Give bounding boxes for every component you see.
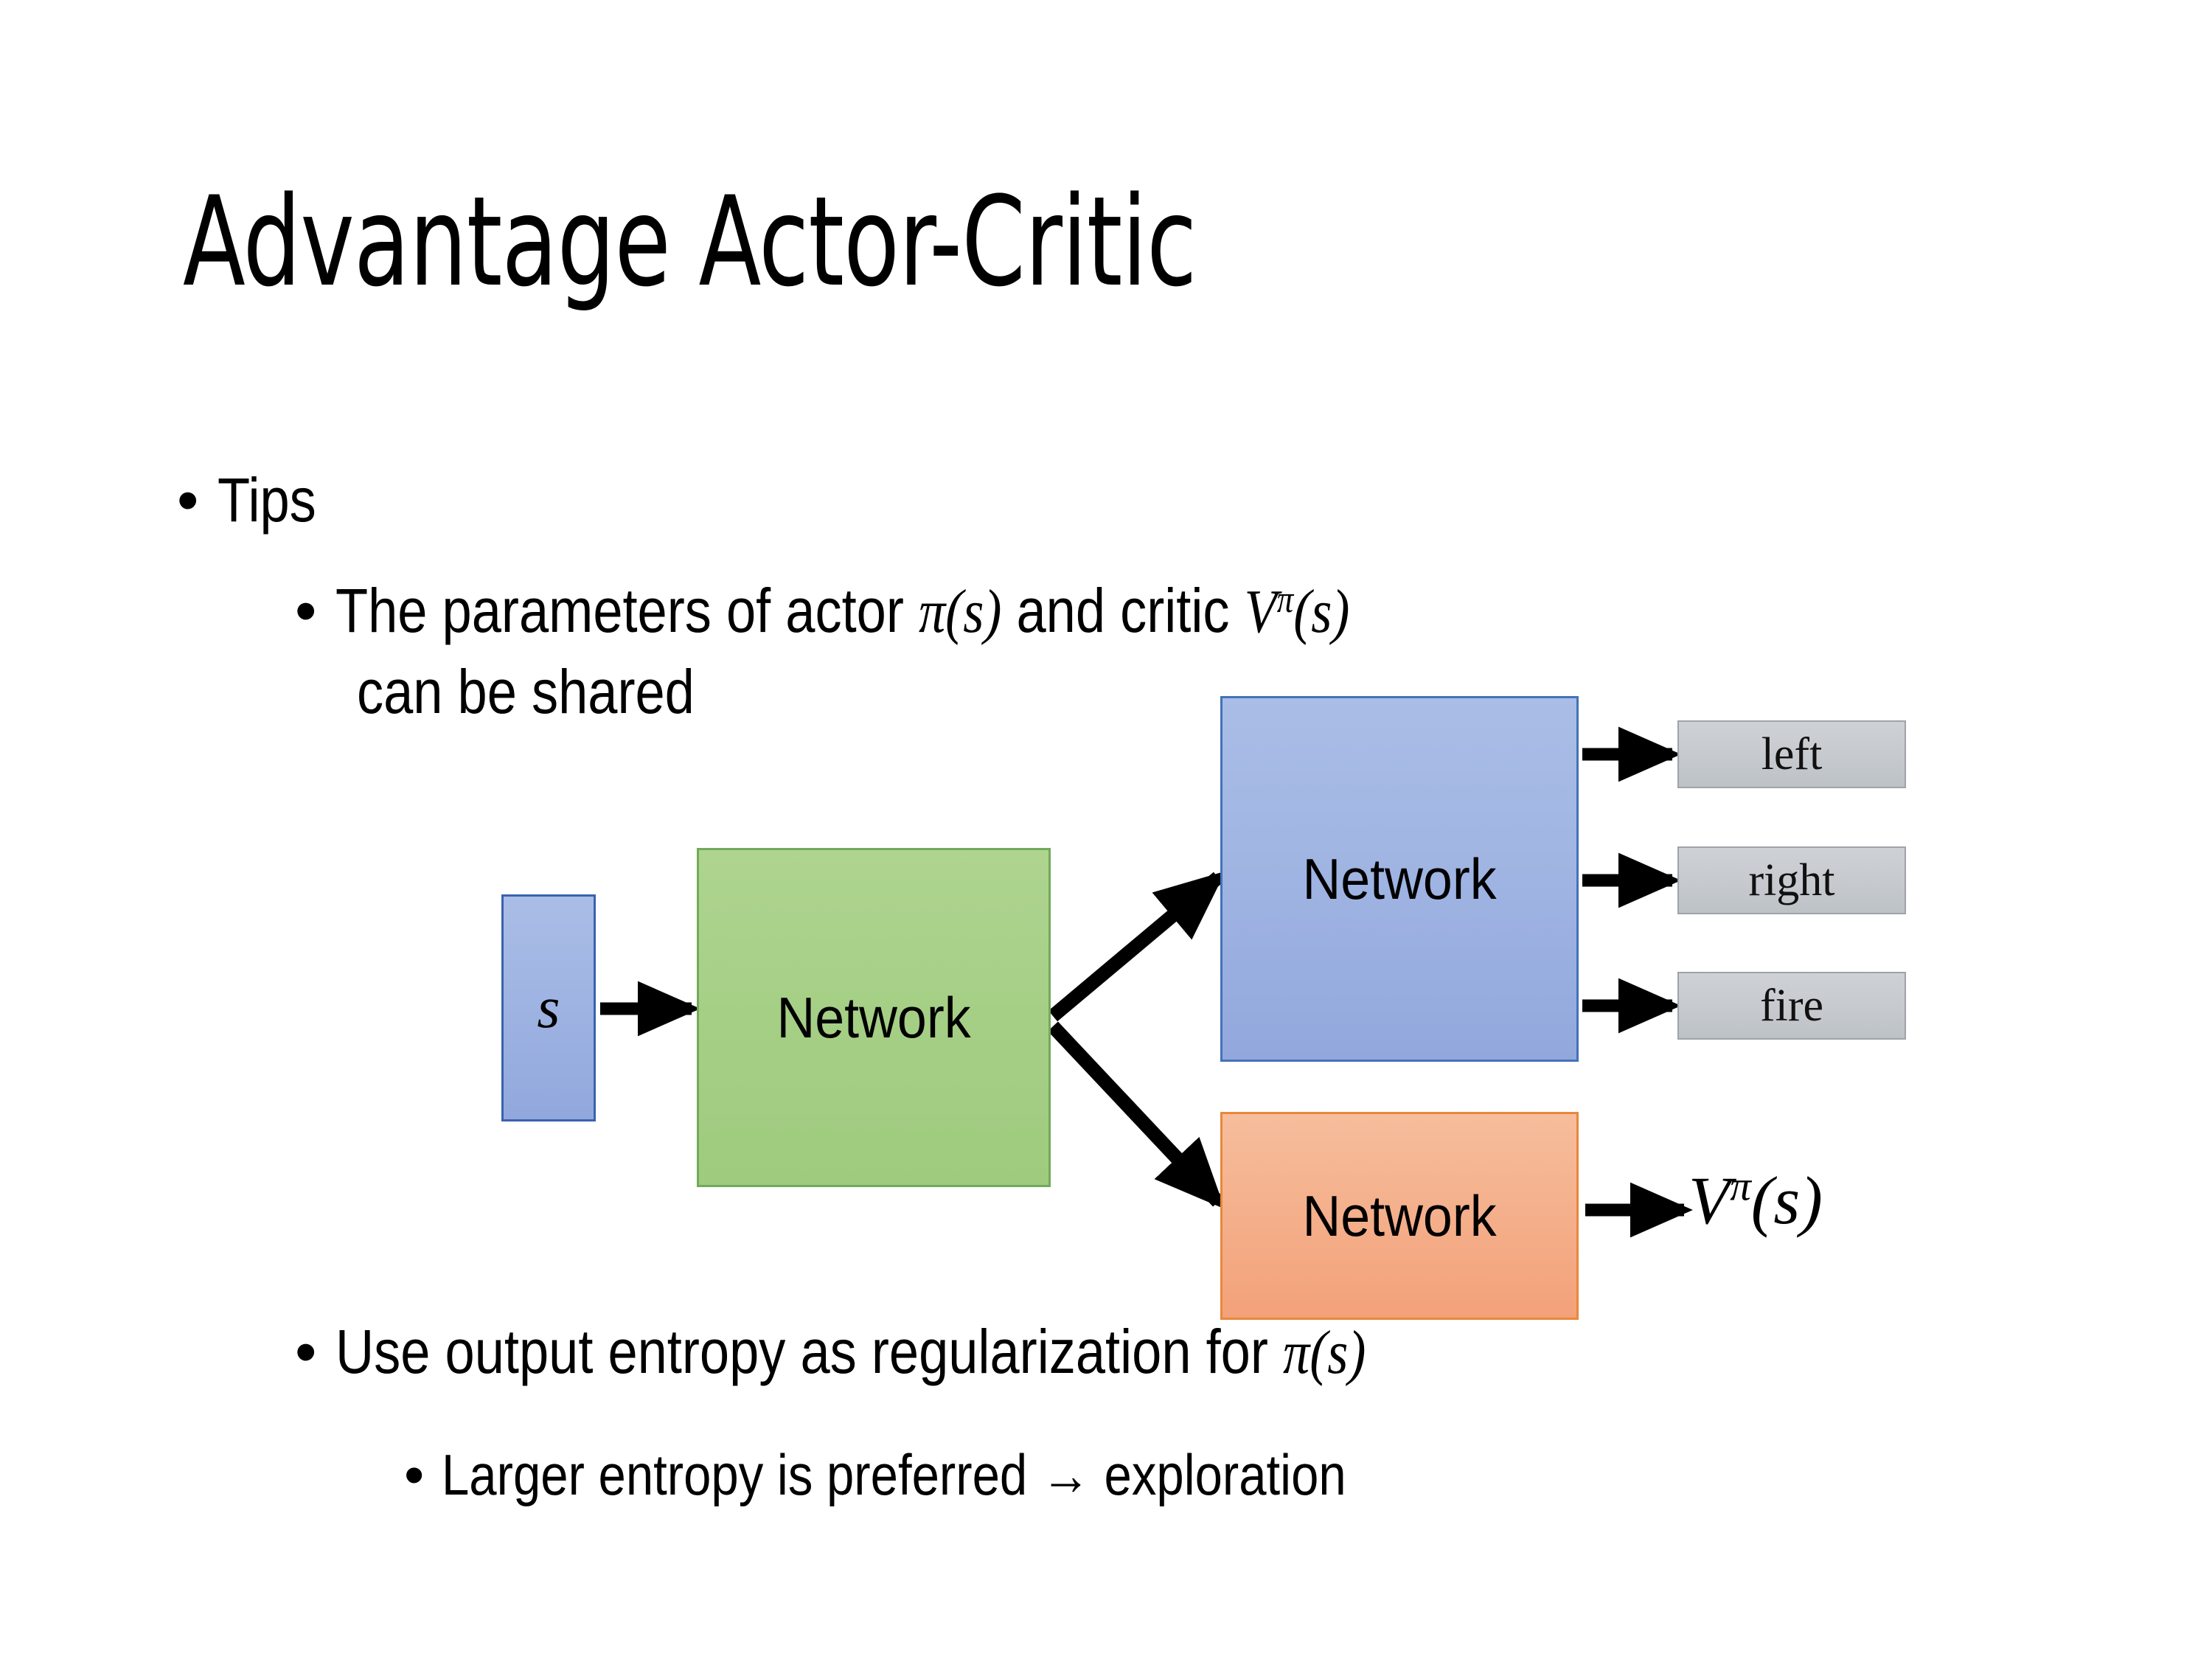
bullet-marker-icon: •	[177, 465, 199, 535]
bullet-parameters-text-mid: and critic	[1001, 576, 1245, 645]
math-policy-base: π	[1282, 1318, 1310, 1387]
bullet-larger-entropy: •Larger entropy is preferred → explorati…	[404, 1441, 1493, 1509]
shared-network-box[interactable]: Network	[697, 848, 1051, 1187]
math-value-args: (s)	[1293, 577, 1350, 646]
action-box-right[interactable]: right	[1677, 846, 1906, 914]
bullet-marker-icon: •	[295, 576, 317, 645]
math-policy-pi-2: π(s)	[1283, 1318, 1366, 1387]
math-policy-args: (s)	[1309, 1318, 1366, 1387]
action-box-left[interactable]: left	[1677, 720, 1906, 788]
bullet-entropy-text: Use output entropy as regularization for	[335, 1317, 1283, 1386]
critic-network-label: Network	[1302, 1183, 1497, 1248]
action-label-left: left	[1761, 728, 1823, 779]
critic-output-value: Vπ(s)	[1688, 1161, 1823, 1239]
critic-output-superscript: π	[1730, 1163, 1751, 1210]
bullet-marker-icon: •	[295, 1317, 317, 1386]
math-policy-args: (s)	[945, 577, 1002, 646]
page-title: Advantage Actor-Critic	[183, 170, 1197, 314]
actor-network-box[interactable]: Network	[1220, 696, 1579, 1062]
actor-network-label: Network	[1302, 846, 1497, 911]
bullet-parameters-shared-line2: can be shared	[357, 656, 749, 728]
math-value-base: V	[1244, 577, 1277, 646]
math-value-vpi-1: Vπ(s)	[1244, 577, 1349, 646]
shared-network-label: Network	[776, 984, 971, 1050]
state-input-label: s	[537, 975, 560, 1040]
math-policy-base: π	[918, 577, 945, 646]
critic-output-base: V	[1688, 1163, 1731, 1238]
bullet-larger-entropy-label: Larger entropy is preferred → exploratio…	[441, 1442, 1346, 1507]
arrow-shared-to-critic	[1048, 1021, 1225, 1209]
action-label-right: right	[1748, 855, 1835, 905]
bullet-parameters-shared: • The parameters of actor π(s) and criti…	[295, 575, 1514, 647]
bullet-entropy-regularization: • Use output entropy as regularization f…	[295, 1316, 1534, 1388]
critic-network-box[interactable]: Network	[1220, 1112, 1579, 1320]
bullet-marker-icon: •	[404, 1442, 425, 1507]
math-value-superscript: π	[1276, 578, 1293, 621]
critic-output-args: (s)	[1750, 1163, 1823, 1238]
action-box-fire[interactable]: fire	[1677, 972, 1906, 1040]
bullet-parameters-line2-label: can be shared	[357, 657, 695, 726]
bullet-tips-label: Tips	[217, 465, 316, 535]
arrow-shared-to-actor	[1048, 871, 1226, 1022]
bullet-parameters-text-pre: The parameters of actor	[335, 576, 919, 645]
state-input-box[interactable]: s	[501, 894, 596, 1121]
bullet-tips: • Tips	[177, 465, 332, 536]
math-policy-pi-1: π(s)	[919, 577, 1001, 646]
action-label-fire: fire	[1759, 980, 1824, 1031]
